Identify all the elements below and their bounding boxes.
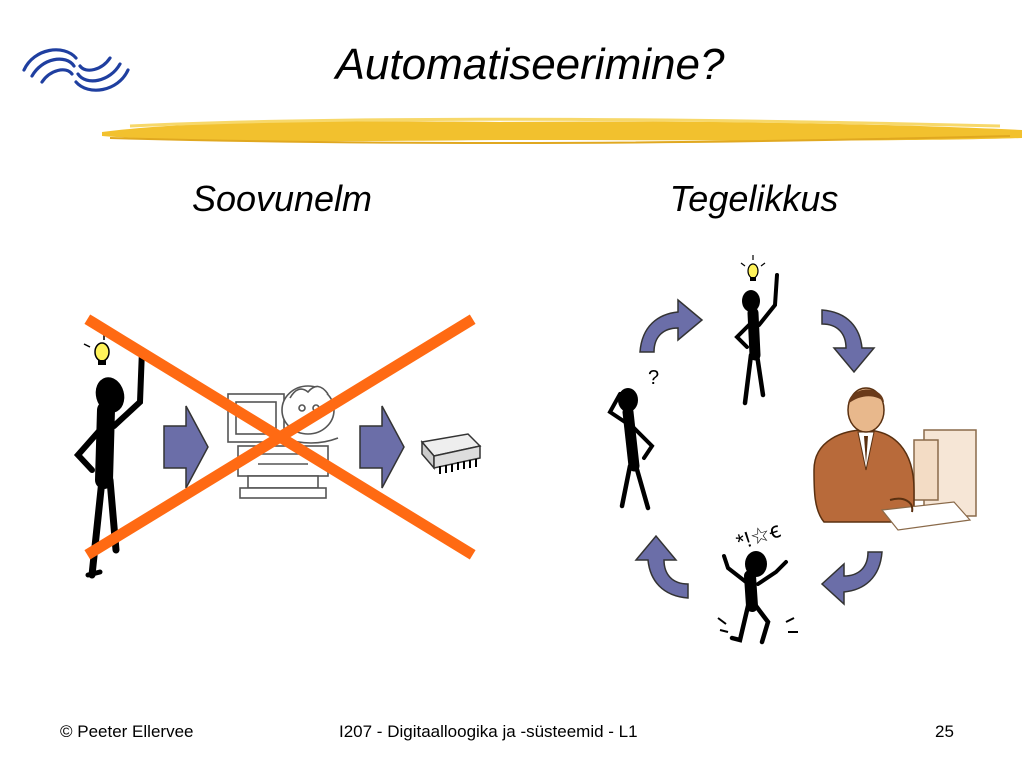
curved-arrow-icon <box>634 534 689 599</box>
left-heading: Soovunelm <box>191 178 373 219</box>
question-mark-text: ? <box>648 367 659 389</box>
lightbulb-icon <box>740 255 766 281</box>
chip-icon <box>420 433 482 474</box>
footer-page-number: 25 <box>935 722 954 741</box>
curse-symbols-text: *!☆ꞓ <box>733 517 784 555</box>
confused-person-figure: ? <box>607 367 659 511</box>
idea-person-figure <box>73 334 145 579</box>
curved-arrow-icon <box>821 309 876 374</box>
logo-icon <box>22 48 130 92</box>
footer-author: © Peeter Ellervee <box>60 722 194 741</box>
curved-arrow-icon <box>820 551 883 606</box>
slide-title: Automatiseerimine? <box>335 40 725 89</box>
idea-person-figure <box>734 255 779 406</box>
yellow-brush-divider <box>102 117 1022 145</box>
footer-course: I207 - Digitaalloogika ja -süsteemid - L… <box>339 722 638 741</box>
right-heading: Tegelikkus <box>669 178 839 219</box>
right-arrow-icon <box>163 405 209 489</box>
worker-at-computer-illustration <box>813 387 977 531</box>
frustrated-person-figure: *!☆ꞓ <box>717 517 798 645</box>
right-arrow-icon <box>359 405 405 489</box>
curved-arrow-icon <box>639 298 704 353</box>
cross-out-mark <box>84 314 476 560</box>
lightbulb-icon <box>83 334 110 365</box>
